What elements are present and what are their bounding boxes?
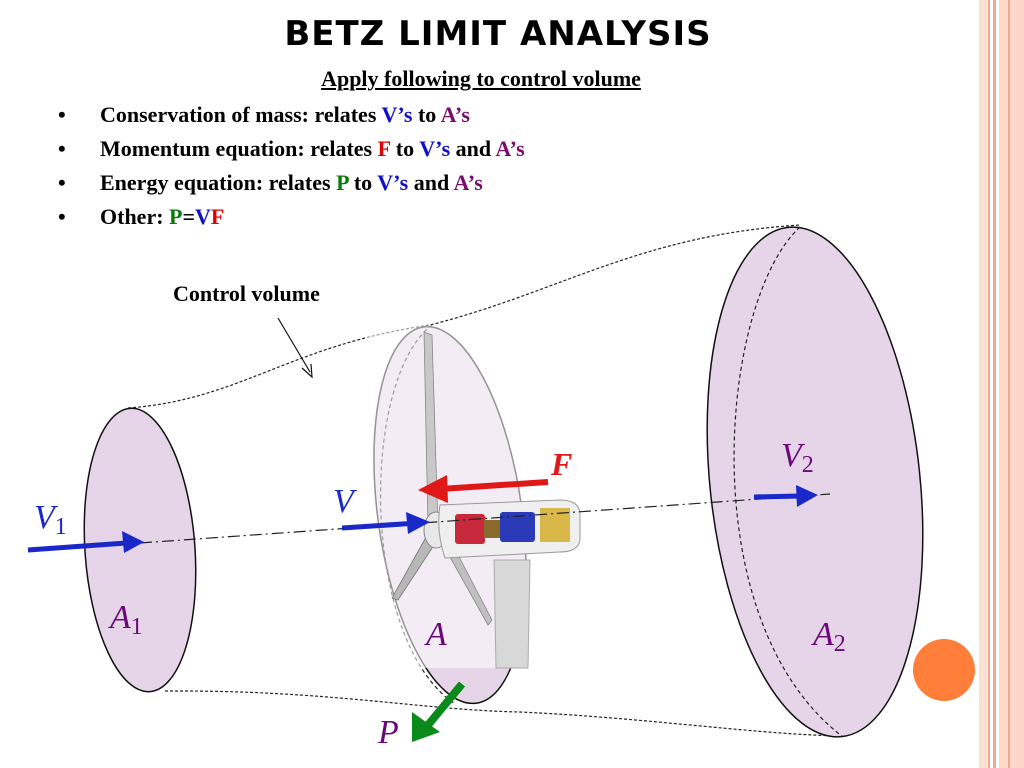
bullet-a: A’s bbox=[453, 170, 483, 195]
decorative-orange-circle bbox=[913, 639, 975, 701]
v2-arrow-head bbox=[796, 485, 818, 507]
bullet-v: V’s bbox=[381, 102, 413, 127]
bullet-f: F bbox=[210, 204, 225, 229]
label-f: F bbox=[550, 446, 572, 482]
v2-arrow bbox=[753, 493, 801, 500]
turbine-tower bbox=[493, 559, 531, 669]
bullet-text: Other: bbox=[100, 204, 170, 229]
subtitle: Apply following to control volume bbox=[321, 66, 641, 91]
bullet-marker: • bbox=[58, 136, 66, 161]
bullet-momentum-equation: • Momentum equation: relates F to V’s and… bbox=[58, 136, 525, 162]
right-border-stripe bbox=[999, 0, 1024, 768]
bullet-text: Energy equation: relates bbox=[100, 170, 337, 195]
right-border-stripe bbox=[993, 0, 996, 768]
p-arrow bbox=[424, 681, 466, 728]
f-arrow-head bbox=[418, 475, 448, 503]
bullet-text: to bbox=[390, 136, 420, 161]
outlet-disk-dashed-edge bbox=[733, 226, 844, 738]
label-a: A bbox=[424, 616, 447, 653]
label-v: V bbox=[333, 483, 358, 520]
bullet-a: A’s bbox=[495, 136, 525, 161]
label-a1: A1 bbox=[108, 599, 143, 640]
bullet-text: = bbox=[182, 204, 196, 229]
bullet-p: P bbox=[169, 204, 183, 229]
turbine-photo-background bbox=[365, 325, 580, 668]
bullet-text: and bbox=[450, 136, 496, 161]
bullet-marker: • bbox=[58, 102, 66, 127]
bullet-other: • Other: P=VF bbox=[58, 204, 224, 230]
turbine-shaft bbox=[484, 520, 500, 538]
control-volume-pointer-head bbox=[301, 363, 313, 379]
wind-turbine-illustration bbox=[365, 325, 581, 669]
bullet-text: Conservation of mass: relates bbox=[100, 102, 382, 127]
control-volume-bottom-boundary bbox=[164, 690, 846, 737]
p-arrow-head bbox=[412, 712, 440, 742]
bullet-energy-equation: • Energy equation: relates P to V’s and A… bbox=[58, 170, 483, 196]
bullet-text: and bbox=[408, 170, 454, 195]
label-a2: A2 bbox=[811, 616, 846, 657]
right-border-stripe bbox=[979, 0, 987, 768]
bullet-f: F bbox=[377, 136, 391, 161]
label-p: P bbox=[377, 714, 399, 751]
right-border-stripe bbox=[1008, 0, 1010, 768]
bullet-p: P bbox=[336, 170, 349, 195]
bullet-text: Momentum equation: relates bbox=[100, 136, 378, 161]
v-arrow bbox=[341, 520, 419, 531]
control-volume-top-boundary bbox=[127, 224, 801, 409]
v1-arrow-head bbox=[122, 531, 144, 553]
control-volume-label: Control volume bbox=[173, 281, 320, 306]
bullet-marker: • bbox=[58, 170, 66, 195]
v1-arrow bbox=[27, 539, 141, 553]
bullet-v: V’s bbox=[377, 170, 409, 195]
page-title: BETZ LIMIT ANALYSIS bbox=[284, 14, 712, 54]
outlet-disk-a2 bbox=[706, 226, 924, 738]
v-arrow-head bbox=[406, 512, 430, 534]
bullet-v: V’s bbox=[419, 136, 451, 161]
turbine-generator bbox=[500, 512, 535, 542]
bullet-a: A’s bbox=[440, 102, 470, 127]
bullet-text: to bbox=[412, 102, 441, 127]
label-v1: V1 bbox=[34, 499, 67, 540]
turbine-gearbox bbox=[455, 514, 485, 544]
control-volume-pointer bbox=[277, 317, 311, 373]
bullet-v: V bbox=[195, 204, 211, 229]
f-arrow bbox=[439, 479, 549, 492]
inlet-disk-a1 bbox=[83, 407, 197, 693]
bullet-marker: • bbox=[58, 204, 66, 229]
right-border-stripe bbox=[988, 0, 990, 768]
bullet-text: to bbox=[348, 170, 378, 195]
bullet-conservation-of-mass: • Conservation of mass: relates V’s to A’… bbox=[58, 102, 470, 128]
flow-centerline bbox=[139, 493, 831, 544]
